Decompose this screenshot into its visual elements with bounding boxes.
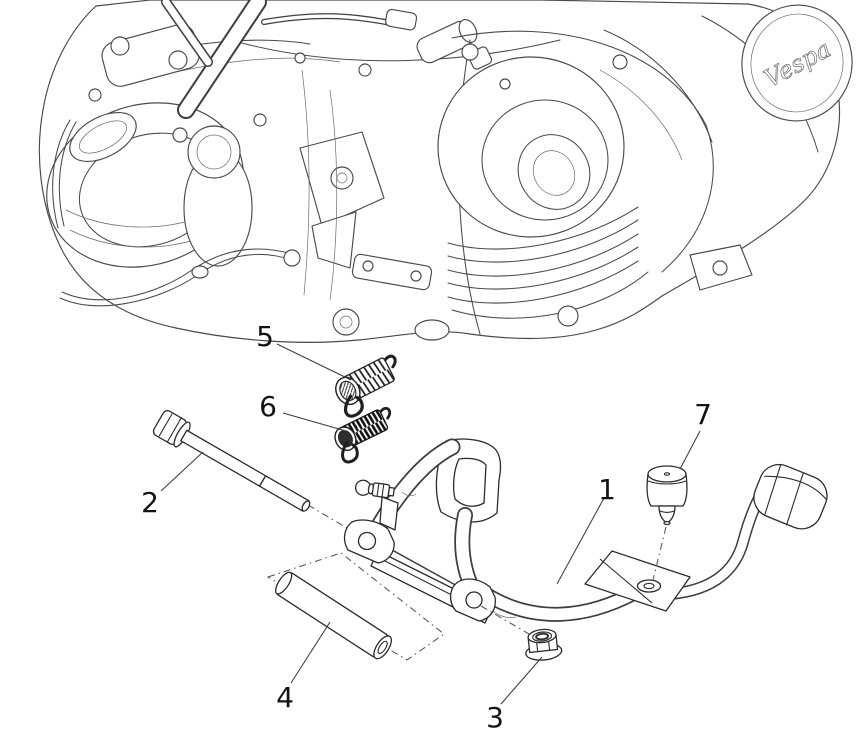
part-label-3: 3: [486, 701, 504, 734]
axis-to-nut: [480, 605, 530, 635]
leader-lines: [160, 343, 701, 705]
part-label-6: 6: [259, 390, 277, 423]
part-drawing-spacer-tube: [275, 571, 392, 660]
part-drawing-hex-bolt: [152, 410, 311, 512]
part-label-5: 5: [256, 320, 274, 353]
part-drawing-rubber-buffer: [646, 465, 688, 526]
grease-fitting: [354, 479, 395, 499]
engine-illustration: Vespa: [38, 0, 853, 343]
part-label-2: 2: [141, 486, 159, 519]
part-drawing-inner-spring: [334, 406, 392, 464]
part-label-7: 7: [694, 398, 712, 431]
vespa-badge: Vespa: [741, 4, 853, 122]
part-label-1: 1: [598, 473, 616, 506]
part-drawing-outer-spring: [335, 354, 397, 418]
part-label-4: 4: [276, 681, 294, 714]
part-drawing-lock-nut: [525, 628, 563, 661]
part-drawing-center-stand: [343, 438, 828, 624]
axis-to-buffer-seat: [652, 526, 667, 581]
